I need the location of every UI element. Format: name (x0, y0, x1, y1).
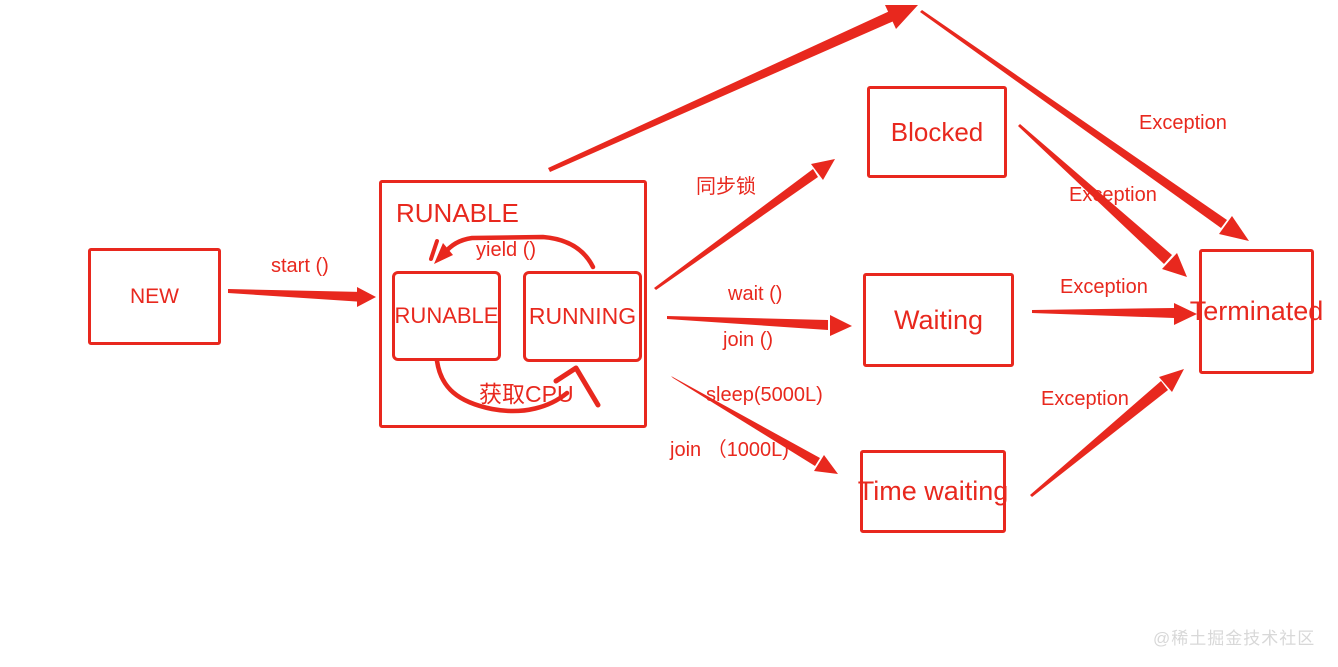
watermark: @稀土掘金技术社区 (1153, 629, 1316, 648)
arrow-blocked-to-terminated-shaft (1018, 124, 1172, 264)
arrow-blocked-to-terminated-head (1162, 253, 1187, 277)
node-blocked-label: Blocked (890, 116, 984, 147)
node-waiting-label: Waiting (893, 304, 984, 335)
acquire-cpu-curve-head (553, 365, 601, 408)
node-runable-group-title: RUNABLE (396, 198, 519, 228)
edge-label-exception-waiting: Exception (1060, 276, 1148, 298)
node-terminated-label: Terminated (1189, 296, 1324, 326)
arrow-sleep-head (814, 455, 838, 474)
arrow-runable-up-shaft (548, 10, 896, 172)
node-blocked: Blocked (867, 86, 1007, 178)
node-running-label: RUNNING (528, 303, 637, 329)
edge-label-exception-timed: Exception (1041, 388, 1129, 410)
edge-label-acquire-cpu: 获取CPU (479, 381, 574, 407)
arrow-waiting-to-terminated-shaft (1032, 308, 1174, 318)
edge-label-sleep: sleep(5000L) (706, 384, 823, 406)
edge-label-exception-blocked: Exception (1069, 184, 1157, 206)
yield-curve-head (434, 243, 453, 264)
arrow-timewaiting-to-terminated-shaft (1030, 381, 1168, 497)
edge-label-wait: wait () (728, 283, 783, 305)
node-runable-group (379, 180, 647, 428)
node-new-label: NEW (130, 284, 179, 308)
arrow-start-shaft (228, 289, 364, 302)
node-running: RUNNING (523, 271, 642, 362)
arrow-top-to-terminated-shaft (920, 10, 1227, 228)
arrow-synclock-shaft (654, 169, 818, 290)
arrow-top-to-terminated-head (1219, 216, 1249, 241)
arrow-start-head (357, 287, 376, 307)
node-time-waiting: Time waiting (857, 450, 1009, 533)
yield-curve-tick (429, 239, 439, 261)
edge-label-join-timed: join （1000L) (670, 439, 789, 461)
arrow-synclock-head (811, 159, 835, 180)
node-runable: RUNABLE (392, 271, 501, 361)
arrow-sleep-shaft (671, 376, 820, 466)
arrow-timewaiting-to-terminated-head (1159, 369, 1184, 392)
node-time-waiting-label: Time waiting (857, 476, 1009, 506)
edge-label-start: start () (271, 255, 329, 277)
arrow-wait-join-shaft (667, 316, 828, 330)
arrow-waiting-to-terminated-head (1174, 303, 1197, 325)
edge-label-exception-top: Exception (1139, 112, 1227, 134)
arrow-wait-join-head (830, 315, 852, 336)
node-new: NEW (88, 248, 221, 345)
arrow-runable-up-head (885, 5, 918, 29)
node-runable-label: RUNABLE (394, 303, 499, 328)
yield-curve (441, 234, 596, 270)
node-waiting: Waiting (863, 273, 1014, 367)
edge-label-join: join () (723, 329, 774, 351)
edge-label-yield: yield () (476, 239, 537, 261)
acquire-cpu-curve (434, 358, 570, 414)
node-terminated: Terminated (1190, 249, 1323, 374)
edge-label-sync-lock: 同步锁 (696, 176, 756, 198)
